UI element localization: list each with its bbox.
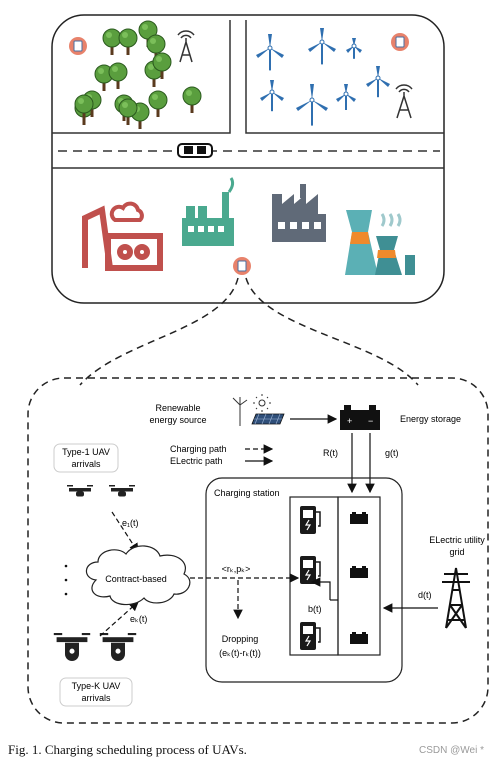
charging-station-label: Charging station	[214, 488, 280, 498]
factory-gray-icon	[272, 184, 326, 242]
tree-icon	[74, 94, 94, 121]
charging-station-box	[205, 477, 403, 683]
tree-icon	[182, 86, 202, 113]
drone-icon	[109, 485, 135, 497]
charging-station-marker-icon	[69, 37, 87, 55]
ek-t-label: eₖ(t)	[130, 614, 147, 624]
svg-text:+: +	[347, 416, 352, 426]
charging-station-marker-icon	[391, 33, 409, 51]
drone-icon	[53, 633, 91, 661]
battery-icon	[350, 632, 368, 644]
zoom-line-right	[245, 277, 419, 386]
drone-icon	[99, 633, 137, 661]
svg-text:−: −	[368, 416, 373, 426]
ev-charger-icon	[300, 506, 321, 534]
b-t-arrow	[310, 577, 331, 600]
renewable-label: Renewable	[155, 403, 200, 413]
wind-turbine-icon	[308, 28, 336, 65]
wind-turbine-icon	[256, 34, 284, 71]
rack-batteries	[350, 512, 368, 644]
grid-label: ELectric utility	[429, 535, 485, 545]
rk-pk-label: <rₖ,pₖ>	[222, 564, 251, 574]
dropping-label-line2: (eₖ(t)-rₖ(t))	[219, 648, 261, 658]
antenna-tower-icon	[177, 30, 195, 63]
typek-to-contract-arrow	[99, 601, 139, 637]
tree-icon	[152, 52, 172, 79]
transmission-tower-icon	[442, 567, 470, 629]
charging-path-legend-label: Charging path	[170, 444, 227, 454]
tree-icon	[118, 28, 138, 55]
uav-charging-diagram: Renewable energy source +− Energy storag…	[27, 14, 489, 724]
ellipsis-dots	[64, 564, 68, 596]
wind-turbine-icon	[336, 84, 356, 110]
electric-path-legend-label: ELectric path	[170, 456, 223, 466]
wind-turbine-icon	[260, 80, 284, 112]
sun-icon	[253, 394, 271, 412]
wind-turbine-icon	[346, 38, 362, 59]
energy-storage-battery-icon: +−	[340, 405, 380, 430]
d-t-label: d(t)	[418, 590, 432, 600]
tree-icon	[118, 98, 138, 125]
trees	[74, 20, 202, 129]
solar-panel-icon	[251, 413, 285, 425]
typek-label: Type-K UAV	[72, 681, 121, 691]
power-plant-icon	[345, 210, 415, 275]
tree-icon	[102, 28, 122, 55]
dropping-label: Dropping	[222, 634, 259, 644]
watermark: CSDN @Wei *	[419, 745, 484, 756]
factory-red-icon	[82, 201, 163, 271]
b-t-label: b(t)	[308, 604, 322, 614]
ev-charger-icon	[300, 556, 321, 584]
typek-label-line2: arrivals	[81, 693, 111, 703]
typek-label-box	[59, 677, 133, 707]
tree-icon	[94, 64, 114, 91]
type1-uavs	[67, 485, 135, 497]
car-icon	[177, 143, 213, 158]
e1-t-label: e₁(t)	[122, 518, 139, 528]
renewable-label-line2: energy source	[149, 415, 206, 425]
ev-charger-icon	[300, 622, 321, 650]
type1-label-box	[53, 443, 119, 473]
wind-turbine-icon	[296, 84, 328, 126]
wind-turbine-small-icon	[232, 397, 248, 426]
type1-label-line2: arrivals	[71, 459, 101, 469]
chargers	[300, 506, 321, 650]
antenna-tower-icon	[395, 84, 413, 119]
battery-icon	[350, 566, 368, 578]
tree-icon	[108, 62, 128, 89]
type1-label: Type-1 UAV	[62, 447, 110, 457]
grid-label-line2: grid	[449, 547, 464, 557]
energy-storage-label: Energy storage	[400, 414, 461, 424]
contract-label: Contract-based	[105, 574, 167, 584]
contract-cloud-shape	[85, 545, 191, 606]
wind-turbines	[256, 28, 390, 126]
charging-station-marker-icon	[233, 257, 251, 275]
figure-caption: Fig. 1. Charging scheduling process of U…	[8, 742, 247, 757]
r-t-label: R(t)	[323, 448, 338, 458]
wind-turbine-icon	[366, 66, 390, 98]
g-t-label: g(t)	[385, 448, 399, 458]
factory-teal-icon	[182, 177, 235, 246]
drone-icon	[67, 485, 93, 497]
typek-uavs	[53, 633, 137, 661]
tree-icon	[148, 90, 168, 117]
detail-panel	[27, 377, 489, 724]
battery-icon	[350, 512, 368, 524]
zoom-line-left	[79, 277, 239, 386]
